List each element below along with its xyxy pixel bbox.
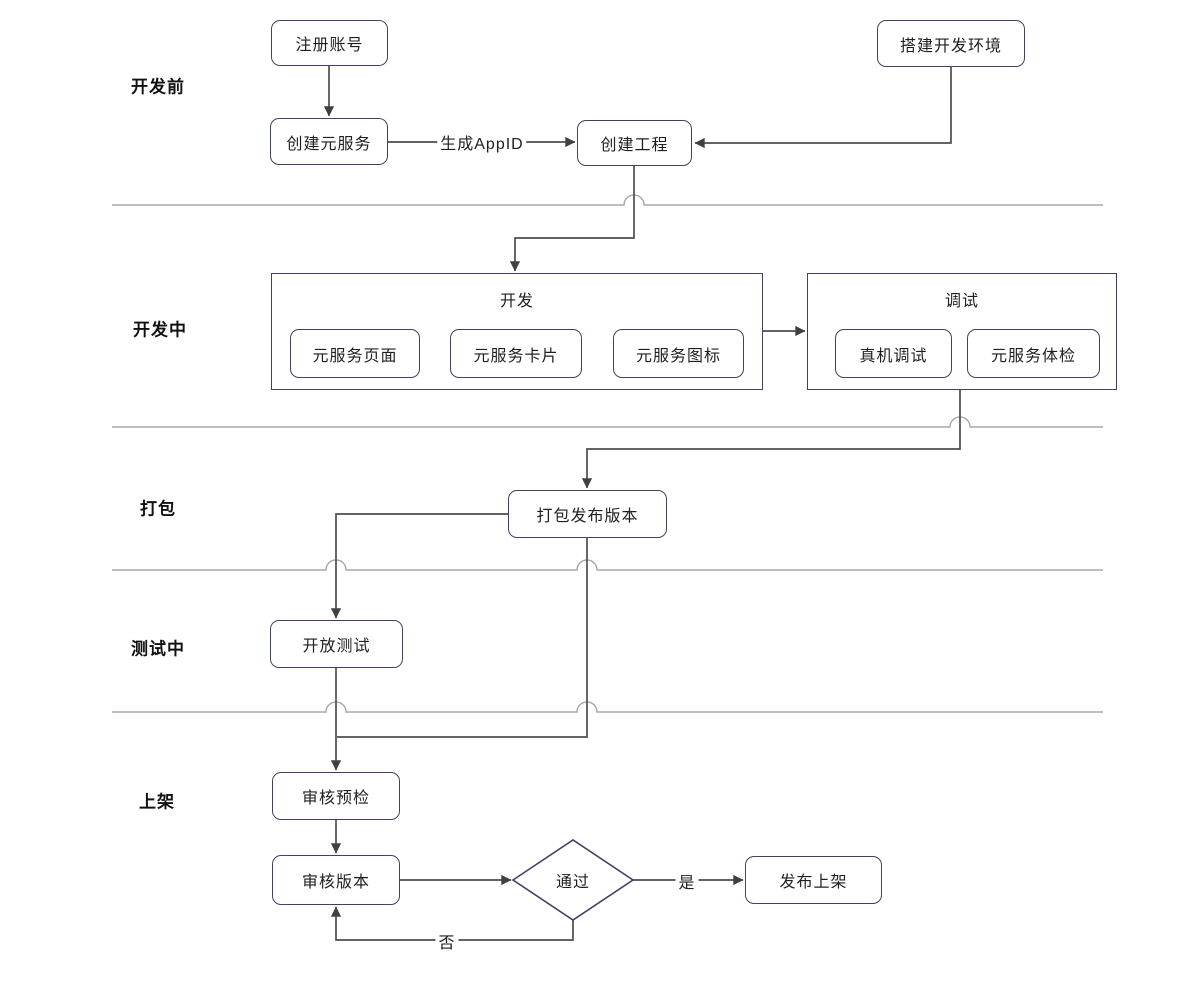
node-service-checkup: 元服务体检 (967, 329, 1100, 378)
node-service-card: 元服务卡片 (450, 329, 582, 378)
section-label-pre-development: 开发前 (131, 77, 185, 97)
node-review-version: 审核版本 (272, 855, 400, 905)
decision-diamond (511, 839, 635, 921)
node-package-release: 打包发布版本 (508, 490, 667, 538)
node-create-atomic-service: 创建元服务 (270, 118, 388, 165)
edge-label-generate-appid: 生成AppID (437, 130, 527, 154)
edge-label-no: 否 (435, 929, 459, 953)
section-label-in-development: 开发中 (133, 320, 187, 340)
section-label-release: 上架 (139, 792, 175, 812)
group-development-title: 开发 (499, 293, 535, 310)
decision-pass-label: 通过 (555, 874, 591, 891)
node-review-precheck: 审核预检 (272, 772, 400, 820)
group-debug-title: 调试 (944, 293, 980, 310)
node-register-account: 注册账号 (271, 20, 388, 66)
node-open-testing: 开放测试 (270, 620, 403, 668)
section-label-testing: 测试中 (131, 639, 185, 659)
edge-label-yes: 是 (675, 869, 699, 893)
node-publish-release: 发布上架 (745, 856, 882, 904)
node-create-project: 创建工程 (577, 120, 692, 166)
node-service-page: 元服务页面 (290, 329, 420, 378)
section-label-packaging: 打包 (140, 499, 176, 519)
node-setup-dev-environment: 搭建开发环境 (877, 20, 1025, 67)
node-device-debug: 真机调试 (835, 329, 952, 378)
node-service-icon: 元服务图标 (613, 329, 744, 378)
